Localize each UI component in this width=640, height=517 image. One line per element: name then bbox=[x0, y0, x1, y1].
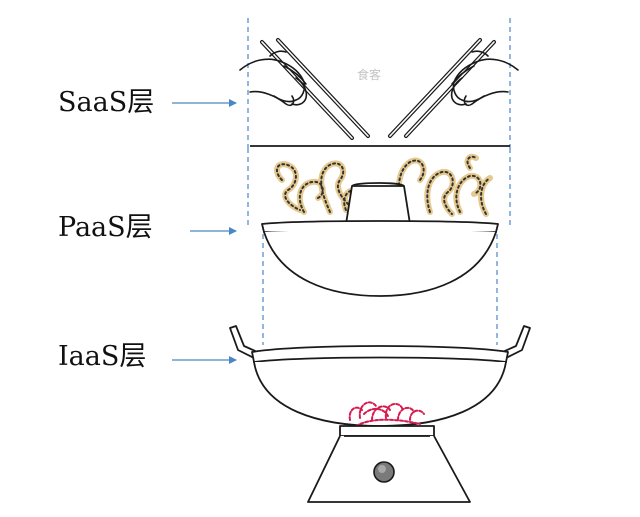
ingredients-bowl-icon bbox=[261, 220, 499, 297]
paas-layer-label: PaaS层 bbox=[58, 212, 153, 243]
saas-layer-label: SaaS层 bbox=[58, 87, 155, 118]
iaas-layer-label: IaaS层 bbox=[58, 341, 147, 372]
stove-knob-icon bbox=[373, 461, 395, 483]
saas-guide-lines bbox=[247, 18, 511, 148]
chimney-icon bbox=[345, 182, 411, 225]
diners-inner-label: 食客 bbox=[357, 68, 382, 82]
paas-guide-lines bbox=[247, 148, 511, 225]
iaas-guide-lines bbox=[262, 225, 498, 345]
right-hand-chopsticks-icon bbox=[388, 38, 519, 138]
steam-wisps-icon bbox=[273, 153, 493, 217]
left-hand-chopsticks-icon bbox=[239, 38, 370, 140]
fire-flame-icon bbox=[348, 401, 425, 427]
hotpot-pot-icon bbox=[229, 325, 531, 427]
